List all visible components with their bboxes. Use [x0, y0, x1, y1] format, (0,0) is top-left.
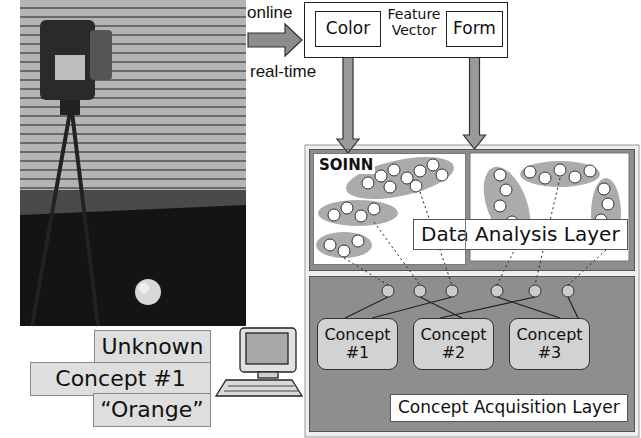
node-text: Color — [326, 19, 370, 39]
soinn-node — [539, 172, 551, 184]
concept-box: Concept #2 — [413, 318, 494, 370]
analysis-ground — [309, 149, 635, 271]
node-text: Concept Acquisition Layer — [390, 394, 628, 422]
camera-photo — [90, 30, 112, 80]
computer-icon — [240, 328, 296, 372]
computer-icon — [246, 333, 288, 364]
node-text: Concept #1 — [55, 366, 185, 391]
concept-link — [345, 297, 578, 318]
feature-vector-box: Feature Vector Color Form — [304, 2, 508, 58]
camera-photo — [20, 0, 246, 326]
mediator-node — [446, 285, 458, 297]
soinn-node — [338, 245, 350, 257]
soinn-node — [355, 210, 367, 222]
camera-photo — [32, 112, 70, 326]
layer-panel: Concept Acquisition Layer Concept #1 Conce… — [309, 276, 635, 432]
online-arrow — [248, 24, 302, 56]
concept-link — [372, 297, 452, 318]
feature-box: Color — [315, 11, 381, 47]
soinn-node — [602, 198, 614, 210]
computer-icon — [216, 380, 302, 396]
concept-link — [568, 297, 578, 318]
mediator-node — [491, 285, 503, 297]
node-text: Unknown — [101, 334, 203, 359]
soinn-node — [494, 169, 506, 181]
layer-panel: Data Analysis Layer SOINN — [309, 149, 635, 271]
mediator-node — [382, 285, 394, 297]
soinn-node — [341, 202, 353, 214]
camera-photo — [55, 55, 85, 80]
camera-photo — [72, 112, 98, 326]
node-text: Concept #2 — [418, 326, 489, 363]
block-arrow — [337, 47, 359, 153]
node-text: Feature Vector — [382, 6, 446, 38]
camera-photo — [40, 20, 95, 100]
soinn-panel: SOINN — [313, 153, 466, 265]
computer-icon — [228, 386, 294, 387]
soinn-node — [352, 235, 364, 247]
concept-box: Concept #3 — [509, 318, 590, 370]
block-arrow — [464, 47, 486, 149]
output-tag: Concept #1 — [30, 362, 211, 396]
soinn-node — [362, 177, 374, 189]
soinn-node — [569, 171, 581, 183]
node-text: Concept #3 — [514, 326, 585, 363]
soinn-node — [414, 165, 426, 177]
camera-photo — [139, 283, 149, 293]
soinn-node — [554, 164, 566, 176]
mediator-node — [414, 285, 426, 297]
soinn-node — [384, 181, 396, 193]
soinn-node — [584, 165, 596, 177]
concept-link — [497, 297, 560, 318]
soinn-cluster — [316, 232, 372, 258]
dotted-link — [568, 250, 606, 285]
soinn-node — [375, 170, 387, 182]
concept-ground — [309, 276, 635, 432]
soinn-cluster — [318, 200, 398, 226]
computer-icon — [258, 372, 278, 378]
soinn-node — [436, 169, 448, 181]
node-text: Form — [453, 19, 496, 39]
dotted-link — [344, 258, 388, 285]
output-tag: “Orange” — [93, 393, 211, 427]
flow-label: online — [247, 3, 292, 23]
soinn-node — [368, 203, 380, 215]
soinn-node — [388, 164, 400, 176]
camera-photo — [20, 0, 246, 326]
concept-box: Concept #1 — [317, 318, 398, 370]
soinn-node — [500, 184, 512, 196]
camera-photo — [20, 205, 246, 326]
feature-box: Form — [446, 11, 503, 47]
computer-icon — [224, 391, 298, 392]
camera-photo — [135, 279, 161, 305]
soinn-node — [427, 159, 439, 171]
soinn-node — [494, 200, 506, 212]
computer-icon — [216, 328, 302, 396]
node-text: “Orange” — [100, 397, 203, 422]
mediator-node — [382, 285, 574, 297]
soinn-node — [410, 180, 422, 192]
node-text: Data Analysis Layer — [413, 219, 628, 250]
soinn-node — [328, 209, 340, 221]
soinn-node — [598, 183, 610, 195]
label-slot: real-time — [250, 62, 316, 82]
soinn-node — [324, 239, 336, 251]
soinn-cluster — [520, 161, 600, 187]
concept-link — [440, 297, 535, 318]
concept-link — [345, 297, 388, 318]
system-frame — [305, 145, 639, 437]
flow-label: real-time — [250, 62, 316, 82]
mediator-node — [529, 285, 541, 297]
soinn-node — [524, 166, 536, 178]
camera-photo — [60, 100, 80, 115]
node-text: Concept #1 — [322, 326, 393, 363]
label-slot: online — [247, 3, 292, 23]
node-text: SOINN — [317, 157, 375, 174]
mediator-node — [562, 285, 574, 297]
output-tag: Unknown — [94, 330, 211, 364]
camera-photo — [20, 0, 246, 190]
